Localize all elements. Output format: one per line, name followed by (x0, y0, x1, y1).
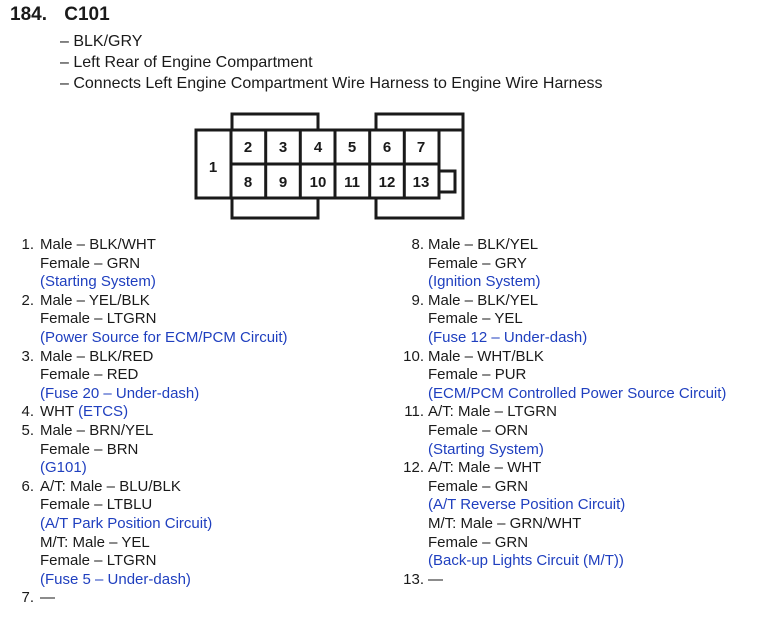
pin-label-6: 6 (383, 139, 391, 156)
male-wire: A/T: Male – LTGRN (428, 403, 557, 421)
connector-code: C101 (64, 4, 110, 25)
circuit-note: (Ignition System) (428, 273, 541, 291)
pin-label-7: 7 (417, 139, 425, 156)
male-wire: Male – BLK/YEL (428, 291, 539, 309)
pin-entry-10: 10. Male – WHT/BLK Female – PUR (ECM/PCM… (402, 348, 726, 404)
pin-entry-2: 2. Male – YEL/BLK Female – LTGRN (Power … (14, 291, 288, 348)
description-color: – BLK/GRY (60, 33, 143, 50)
pin-number: 13. (403, 570, 424, 588)
male-wire: Male – BLK/YEL (428, 236, 539, 253)
pin-entry-1: 1. Male – BLK/WHT Female – GRN (Starting… (14, 236, 288, 292)
unused-dash: — (40, 589, 55, 607)
pin-label-12: 12 (379, 174, 396, 191)
mt-female-wire: Female – LTGRN (40, 552, 157, 570)
connector-face-diagram: 1 2 3 4 5 6 7 8 9 10 11 12 13 (194, 112, 465, 220)
pin-label-8: 8 (244, 174, 252, 191)
female-wire: Female – PUR (428, 366, 527, 384)
pin-entry-8: 8. Male – BLK/YEL Female – GRY (Ignition… (402, 236, 726, 292)
circuit-note: (Fuse 12 – Under-dash) (428, 328, 588, 346)
pin-label-3: 3 (279, 139, 287, 156)
connector-description: – BLK/GRY – Left Rear of Engine Compartm… (60, 31, 602, 94)
pin-entry-13: 13. — (402, 571, 726, 590)
male-wire: Male – YEL/BLK (40, 291, 150, 309)
pin-number: 11. (404, 403, 424, 421)
connector-body-right-ext (439, 130, 463, 218)
connector-latch (437, 169, 457, 194)
pin-number: 12. (403, 459, 424, 477)
at-female-wire: Female – GRN (428, 477, 529, 495)
pin-number: 6. (21, 477, 34, 495)
pin-entry-6: 6. A/T: Male – BLU/BLK Female – LTBLU (A… (14, 478, 288, 590)
pin-entry-5: 5. Male – BRN/YEL Female – BRN (G101) (14, 422, 288, 478)
pin-list-right: 8. Male – BLK/YEL Female – GRY (Ignition… (402, 236, 726, 589)
circuit-note: (Power Source for ECM/PCM Circuit) (40, 328, 288, 346)
circuit-note: (Fuse 20 – Under-dash) (40, 384, 200, 402)
pin-entry-12: 12. A/T: Male – WHT Female – GRN (A/T Re… (402, 459, 726, 571)
description-location: – Left Rear of Engine Compartment (60, 54, 313, 71)
at-circuit-note: (A/T Park Position Circuit) (40, 514, 213, 532)
pin-entry-4: 4. WHT (ETCS) (14, 403, 288, 422)
pin-number: 4. (21, 403, 34, 421)
connector-top-tab-left (230, 112, 320, 130)
wire-color: WHT (40, 403, 74, 421)
circuit-note: (G101) (40, 459, 87, 477)
pin-number: 2. (21, 291, 34, 309)
connector-bottom-tab-left (230, 198, 320, 220)
female-wire: Female – RED (40, 366, 139, 384)
circuit-note: (ETCS) (78, 403, 129, 421)
pin-number: 3. (21, 347, 34, 365)
pin-list-left: 1. Male – BLK/WHT Female – GRN (Starting… (14, 236, 288, 608)
pin-entry-11: 11. A/T: Male – LTGRN Female – ORN (Star… (402, 403, 726, 459)
pin-entry-3: 3. Male – BLK/RED Female – RED (Fuse 20 … (14, 348, 288, 404)
pin-label-13: 13 (413, 174, 430, 191)
pin-label-9: 9 (279, 174, 287, 191)
female-wire: Female – GRY (428, 254, 527, 272)
pin-number: 10. (403, 347, 424, 365)
connector-heading: 184. C101 (10, 4, 110, 26)
at-female-wire: Female – LTBLU (40, 496, 153, 514)
male-wire: Male – BLK/RED (40, 347, 154, 365)
female-wire: Female – ORN (428, 421, 529, 439)
unused-dash: — (428, 570, 443, 588)
female-wire: Female – BRN (40, 440, 139, 458)
mt-male-wire: M/T: Male – GRN/WHT (428, 514, 582, 532)
wire-and-note: WHT (ETCS) (40, 403, 288, 422)
circuit-note: (ECM/PCM Controlled Power Source Circuit… (428, 384, 727, 402)
male-wire: Male – BRN/YEL (40, 421, 154, 439)
at-male-wire: A/T: Male – BLU/BLK (40, 477, 181, 495)
male-wire: Male – WHT/BLK (428, 347, 544, 365)
top-row-pins: 2 3 4 5 6 7 (244, 139, 425, 156)
connector-top-tab-right (374, 112, 465, 130)
pin-label-10: 10 (310, 174, 327, 191)
circuit-note: (Starting System) (40, 273, 156, 291)
pin-number: 7. (21, 589, 34, 607)
mt-female-wire: Female – GRN (428, 533, 529, 551)
mt-circuit-note: (Back-up Lights Circuit (M/T)) (428, 552, 624, 570)
bottom-row-pins: 8 9 10 11 12 13 (244, 174, 430, 191)
at-male-wire: A/T: Male – WHT (428, 459, 542, 477)
pin-label-5: 5 (348, 139, 356, 156)
pin-label-2: 2 (244, 139, 252, 156)
pin-number: 1. (21, 236, 34, 253)
pin-number: 9. (411, 291, 424, 309)
pin-label-4: 4 (314, 139, 323, 156)
pin-entry-9: 9. Male – BLK/YEL Female – YEL (Fuse 12 … (402, 292, 726, 348)
female-wire: Female – GRN (40, 254, 141, 272)
pin-number: 8. (411, 236, 424, 253)
pin-label-1: 1 (209, 159, 217, 176)
circuit-note: (Starting System) (428, 440, 544, 458)
male-wire: Male – BLK/WHT (40, 236, 156, 253)
pin-number: 5. (21, 421, 34, 439)
pin-label-11: 11 (344, 174, 360, 191)
mt-male-wire: M/T: Male – YEL (40, 533, 150, 551)
connector-number: 184. (10, 4, 47, 25)
female-wire: Female – YEL (428, 310, 523, 328)
female-wire: Female – LTGRN (40, 310, 157, 328)
description-function: – Connects Left Engine Compartment Wire … (60, 75, 603, 92)
mt-circuit-note: (Fuse 5 – Under-dash) (40, 570, 191, 588)
at-circuit-note: (A/T Reverse Position Circuit) (428, 496, 626, 514)
connector-bottom-tab-right (374, 198, 465, 220)
pin-entry-7: 7. — (14, 589, 288, 608)
